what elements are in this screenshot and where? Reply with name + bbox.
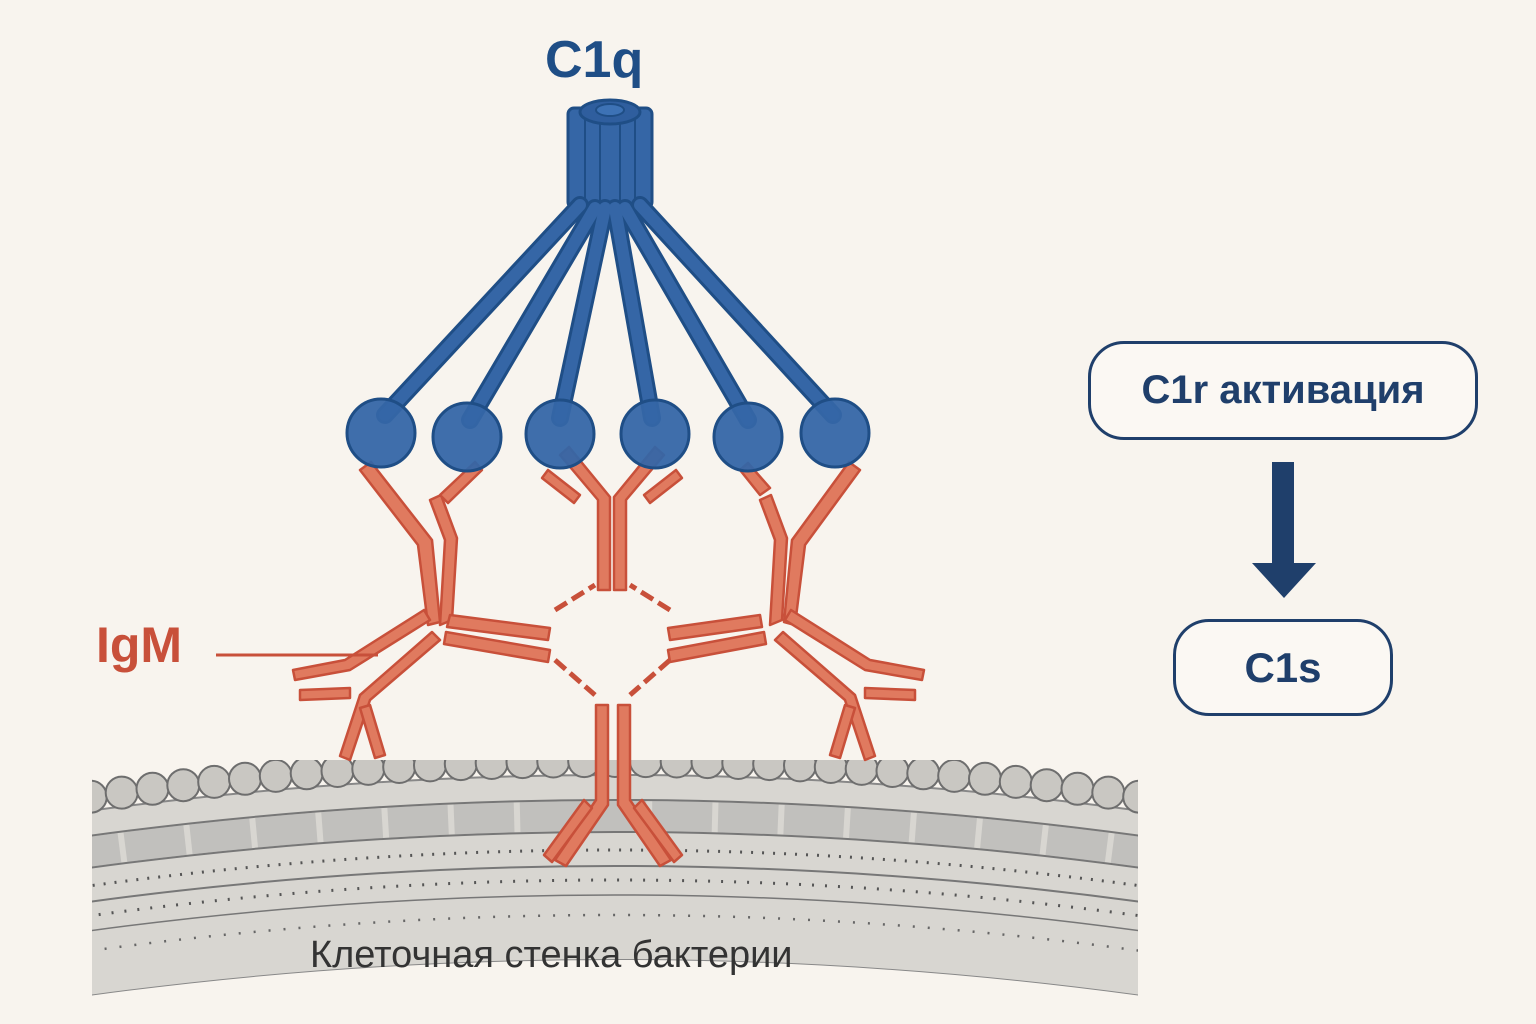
membrane-bead xyxy=(690,760,725,780)
membrane-bead xyxy=(1029,768,1064,803)
membrane-bead xyxy=(783,760,817,783)
c1r-activation-box: C1r активация xyxy=(1088,341,1478,440)
membrane-bead xyxy=(1060,771,1095,806)
membrane-bead xyxy=(1091,775,1126,810)
c1s-label: C1s xyxy=(1244,643,1322,691)
c1r-activation-label: C1r активация xyxy=(1141,368,1425,412)
c1q-label: C1q xyxy=(545,31,644,89)
membrane-bead xyxy=(659,760,694,779)
igm-monomer-left xyxy=(291,608,442,762)
membrane-bead xyxy=(752,760,787,782)
membrane-bead xyxy=(998,764,1033,799)
membrane-bead xyxy=(536,760,571,779)
membrane-bead xyxy=(289,760,324,791)
igm-monomer-top-center xyxy=(540,445,684,592)
c1q-head xyxy=(712,401,784,473)
igm-monomer-top-left xyxy=(358,460,552,664)
membrane-bead xyxy=(382,760,417,784)
bacterial-cell-wall xyxy=(44,760,1186,1020)
membrane-bead xyxy=(44,785,76,817)
igm-monomer-top-right xyxy=(666,460,862,664)
membrane-bead xyxy=(906,760,941,791)
membrane-bead xyxy=(474,760,509,780)
membrane-bead xyxy=(413,760,447,783)
membrane-bead xyxy=(166,768,201,803)
membrane-bead xyxy=(628,760,663,779)
c1q-head xyxy=(619,398,691,470)
membrane-bead xyxy=(92,779,108,814)
membrane-bead xyxy=(875,760,910,788)
membrane-bead xyxy=(228,761,262,796)
membrane-bead xyxy=(505,760,540,780)
igm-monomer-bottom xyxy=(542,703,684,868)
igm-monomer-right xyxy=(773,608,926,762)
membrane-bead xyxy=(135,771,170,806)
c1s-box: C1s xyxy=(1173,619,1393,716)
membrane-bead xyxy=(1154,785,1186,817)
membrane-bead xyxy=(1122,779,1138,814)
c1q-head xyxy=(431,401,503,473)
membrane-bead xyxy=(443,760,478,782)
c1q-head xyxy=(345,397,417,469)
cell-wall-label: Клеточная стенка бактерии xyxy=(310,934,793,976)
membrane-bead xyxy=(968,761,1002,796)
c1q-head xyxy=(799,397,871,469)
membrane-bead xyxy=(721,760,756,780)
c1q-molecule xyxy=(345,98,871,473)
membrane-bead xyxy=(937,760,972,793)
igm-label: IgM xyxy=(96,617,183,673)
c1q-head xyxy=(524,398,596,470)
membrane-bead xyxy=(104,775,139,810)
membrane-bead xyxy=(258,760,293,793)
flow-arrow xyxy=(1252,462,1316,598)
membrane-bead xyxy=(197,764,232,799)
